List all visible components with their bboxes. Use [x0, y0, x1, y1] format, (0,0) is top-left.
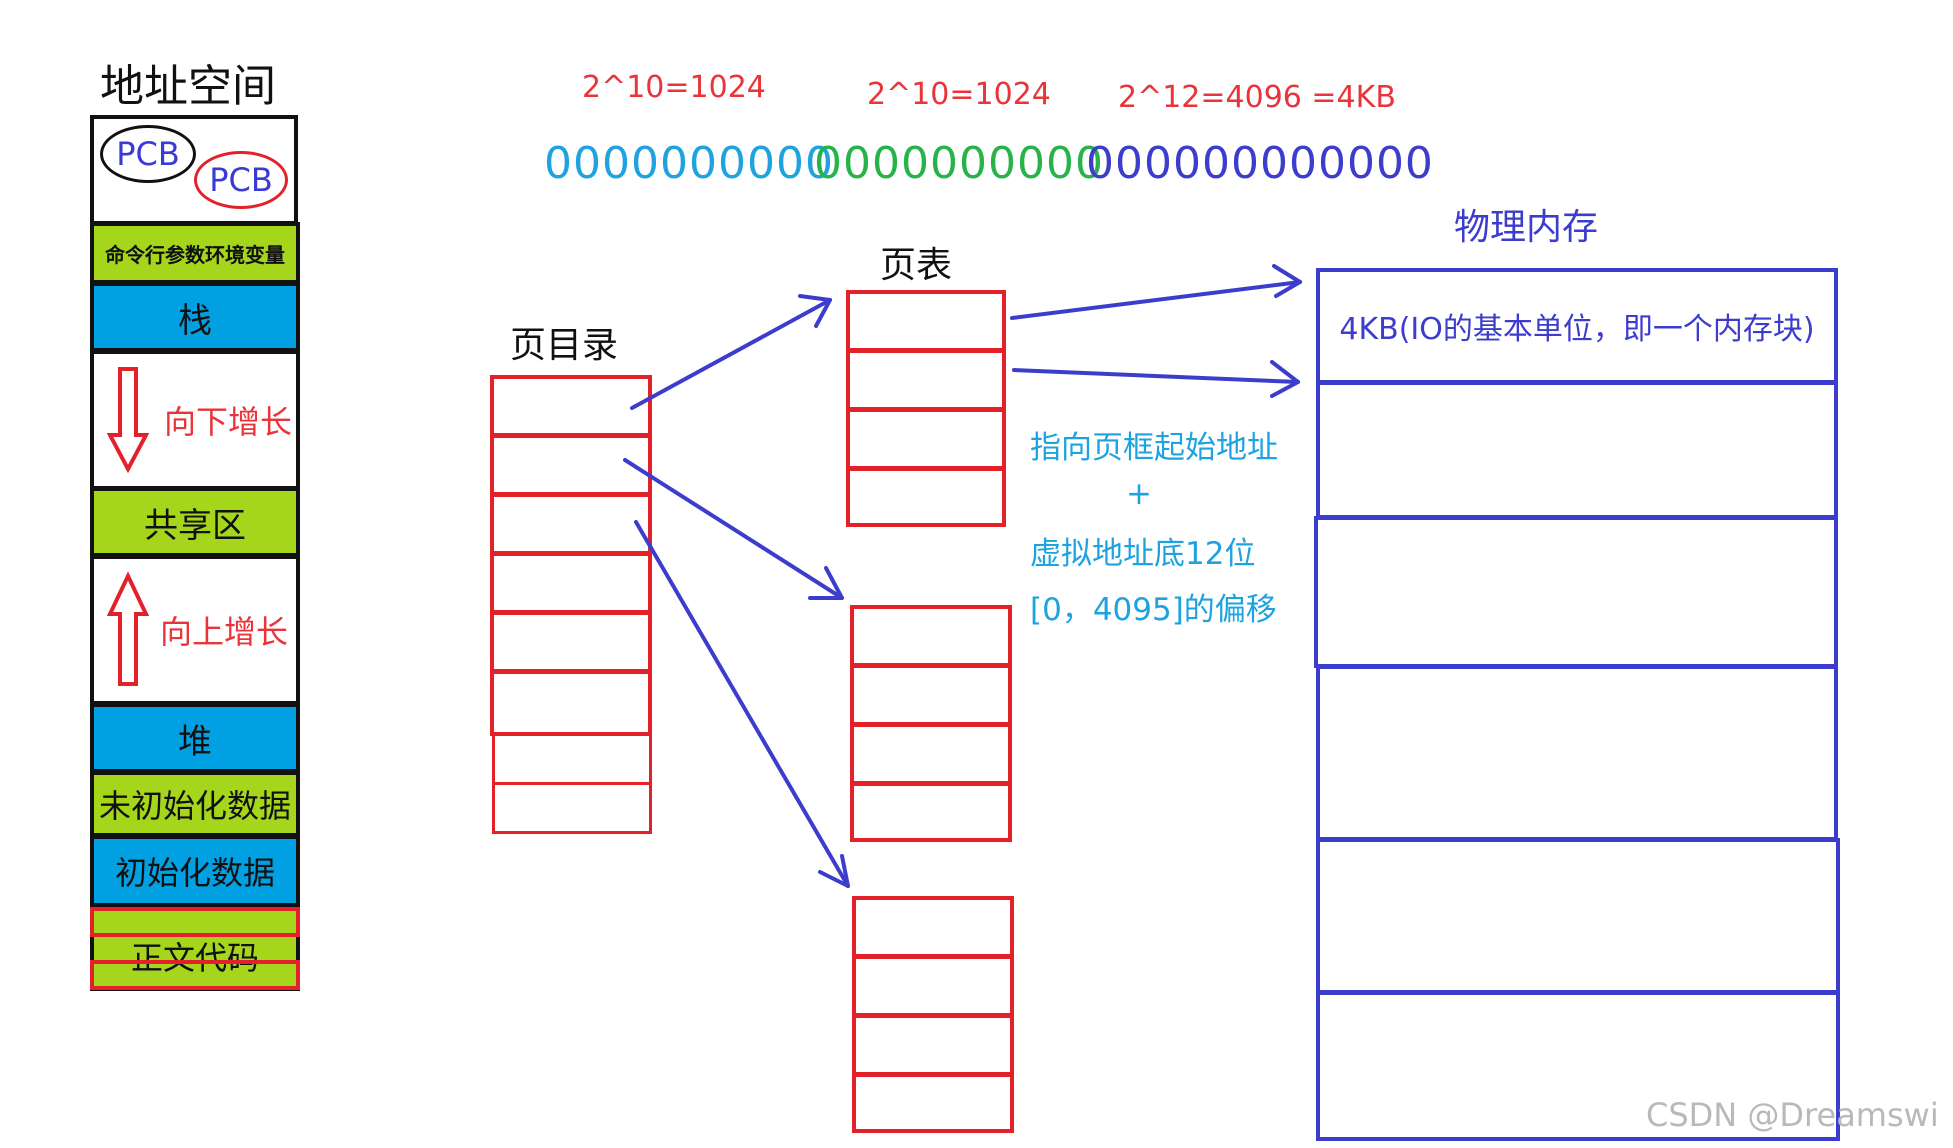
memory-block: [1316, 665, 1838, 841]
page-directory-row: [490, 434, 652, 496]
arrow-dir-to-table3: [634, 520, 850, 888]
down-arrow-icon: [106, 367, 150, 474]
address-space-title: 地址空间: [100, 61, 276, 112]
memory-block: [1316, 381, 1838, 519]
memory-block: [1316, 991, 1840, 1141]
arrow-table-to-mem2: [1012, 368, 1300, 384]
page-table-label: 页表: [880, 245, 953, 286]
segment-text-code: 正文代码: [90, 905, 300, 991]
page-table-row: [852, 896, 1014, 958]
pcb-region: PCB PCB: [90, 115, 298, 225]
offset-note-line-3: 虚拟地址底12位: [1030, 536, 1256, 572]
arrow-head-icon: [1270, 360, 1300, 398]
segment-stack-growth: 向下增长: [90, 350, 300, 490]
arrow-table-to-mem1: [1010, 280, 1302, 320]
bits-table-index: 0000000000: [814, 138, 1104, 189]
arrow-head-icon: [798, 294, 832, 328]
offset-note-line-1: 指向页框起始地址: [1030, 430, 1278, 466]
bit-label-3: 2^12=4096 =4KB: [1118, 80, 1396, 115]
offset-note-plus: +: [1126, 476, 1152, 512]
memory-block: 4KB(IO的基本单位，即一个内存块): [1316, 268, 1838, 384]
text-code-red-row-1: [90, 907, 300, 937]
bit-label-2: 2^10=1024: [867, 77, 1051, 112]
pcb-ellipse-red: PCB: [194, 151, 288, 209]
page-table-row: [846, 467, 1006, 527]
offset-note-line-4: [0，4095]的偏移: [1030, 592, 1277, 628]
up-arrow-icon: [106, 571, 150, 686]
page-table-row: [850, 782, 1012, 842]
memory-block: [1314, 516, 1838, 668]
segment-cmdline-env: 命令行参数环境变量: [90, 222, 300, 284]
arrow-dir-to-table2: [623, 458, 844, 600]
segment-shared: 共享区: [90, 487, 300, 557]
arrow-head-icon: [1272, 264, 1302, 298]
page-directory-row: [492, 782, 652, 834]
page-table-row: [852, 955, 1014, 1017]
arrow-dir-to-table1: [630, 298, 832, 410]
watermark: CSDN @Dreamswi: [1646, 1096, 1939, 1134]
text-code-red-row-2: [90, 960, 300, 990]
page-directory-label: 页目录: [510, 325, 619, 366]
bit-label-1: 2^10=1024: [582, 70, 766, 105]
pcb-ellipse-black: PCB: [100, 125, 196, 183]
segment-heap: 堆: [90, 703, 300, 773]
bits-directory-index: 0000000000: [544, 138, 834, 189]
physical-memory-label: 物理内存: [1454, 207, 1599, 248]
segment-stack: 栈: [90, 282, 300, 352]
grow-down-label: 向下增长: [164, 403, 293, 441]
bits-page-offset: 000000000000: [1086, 138, 1434, 189]
text-code-label: 正文代码: [130, 939, 259, 977]
grow-up-label: 向上增长: [160, 613, 289, 651]
page-table-row: [850, 605, 1012, 667]
arrow-head-icon: [808, 566, 844, 600]
segment-heap-growth: 向上增长: [90, 555, 300, 705]
arrow-head-icon: [818, 854, 850, 888]
page-table-row: [852, 1073, 1014, 1133]
memory-block-4kb-label: 4KB(IO的基本单位，即一个内存块): [1339, 312, 1815, 347]
segment-uninit-data: 未初始化数据: [90, 771, 300, 837]
page-directory-row: [490, 493, 652, 555]
